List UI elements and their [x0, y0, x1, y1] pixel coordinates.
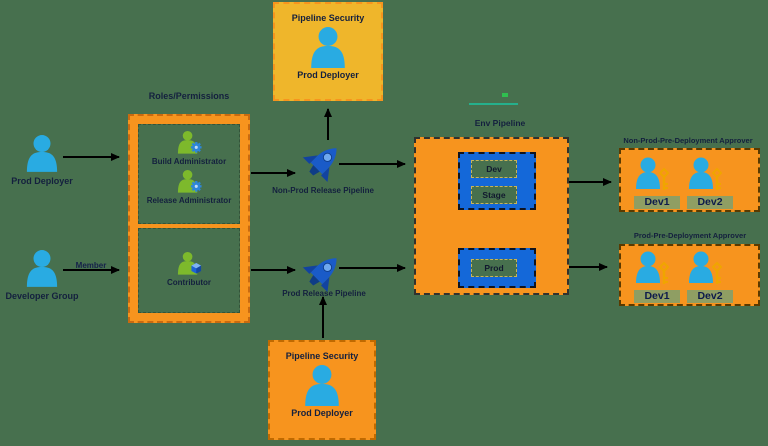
approver-member-label: Dev1 [634, 290, 680, 303]
prod-pipeline-label: Prod Release Pipeline [282, 289, 366, 298]
person-with-gear-icon [177, 169, 202, 193]
actor-developer-group: Developer Group [2, 248, 82, 302]
env-pipeline-title: Env Pipeline [474, 118, 526, 128]
role-contributor: Contributor [167, 251, 211, 287]
actor-prod-deployer: Prod Deployer [2, 133, 82, 187]
contributor-role-group: Contributor [138, 228, 240, 313]
security-title: Pipeline Security [285, 351, 359, 361]
approver-member-label: Dev2 [687, 290, 733, 303]
prod-approver-box: Dev1 Dev2 [619, 244, 760, 306]
pipeline-security-box-top: Pipeline Security Prod Deployer [273, 2, 383, 101]
actor-label: Developer Group [5, 291, 79, 301]
prod-approver-title: Prod-Pre-Deployment Approver [633, 231, 747, 240]
teal-divider-line [469, 103, 518, 105]
actor-label: Prod Deployer [11, 176, 73, 186]
person-with-key-icon [636, 251, 669, 284]
stage-prod: Prod [471, 259, 517, 277]
person-icon [26, 250, 58, 287]
person-icon [311, 27, 345, 68]
security-title: Pipeline Security [291, 13, 365, 23]
rocket-icon [302, 258, 337, 292]
security-member: Prod Deployer [297, 70, 359, 80]
stage-dev: Dev [471, 160, 517, 178]
role-label: Build Administrator [151, 157, 227, 166]
approver-member-label: Dev2 [687, 196, 733, 209]
role-build-administrator: Build Administrator [152, 130, 226, 166]
person-with-key-icon [689, 251, 722, 284]
admin-roles-group: Build Administrator Release Administrato… [138, 124, 240, 224]
person-icon [26, 135, 58, 172]
person-with-key-icon [636, 157, 669, 190]
role-label: Contributor [167, 278, 211, 287]
person-with-cube-icon [177, 251, 201, 275]
role-label: Release Administrator [146, 196, 232, 205]
role-release-administrator: Release Administrator [146, 169, 232, 205]
person-with-key-icon [689, 157, 722, 190]
prod-stage-container: Prod [458, 248, 536, 288]
person-icon [305, 365, 339, 406]
person-with-gear-icon [177, 130, 202, 154]
nonprod-approver-title: Non-Prod-Pre-Deployment Approver [623, 136, 753, 145]
stage-stage: Stage [471, 186, 517, 204]
env-pipeline-box: Dev Stage Prod [414, 137, 569, 295]
member-edge-label: Member [75, 261, 107, 270]
pipeline-security-box-bottom: Pipeline Security Prod Deployer [268, 340, 376, 440]
small-green-mark [502, 93, 508, 97]
nonprod-stages-container: Dev Stage [458, 152, 536, 210]
nonprod-pipeline-label: Non-Prod Release Pipeline [272, 186, 374, 195]
nonprod-approver-box: Dev1 Dev2 [619, 148, 760, 212]
security-member: Prod Deployer [291, 408, 353, 418]
roles-permissions-box: Build Administrator Release Administrato… [128, 114, 250, 323]
approver-member-label: Dev1 [634, 196, 680, 209]
rocket-icon [302, 148, 337, 182]
roles-permissions-title: Roles/Permissions [148, 91, 230, 101]
